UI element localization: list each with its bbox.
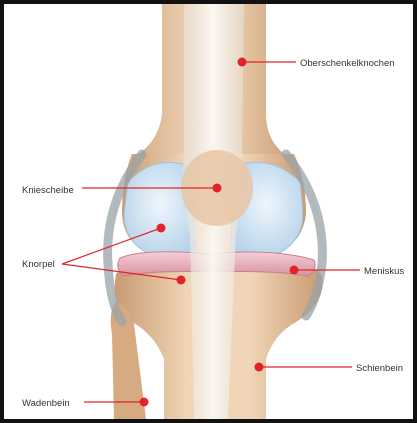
fibula-label: Wadenbein xyxy=(22,398,70,410)
tibia-marker xyxy=(255,363,264,372)
cartilage-marker-1 xyxy=(157,224,166,233)
patella-label: Kniescheibe xyxy=(22,185,74,197)
femur-marker xyxy=(238,58,247,67)
cartilage-marker-2 xyxy=(177,276,186,285)
tibia-label: Schienbein xyxy=(356,363,403,375)
meniscus-marker xyxy=(290,266,299,275)
cartilage-label: Knorpel xyxy=(22,259,55,271)
fibula-marker xyxy=(140,398,149,407)
femur-label: Oberschenkelknochen xyxy=(300,58,395,70)
meniscus-label: Meniskus xyxy=(364,266,404,278)
patella-marker xyxy=(213,184,222,193)
